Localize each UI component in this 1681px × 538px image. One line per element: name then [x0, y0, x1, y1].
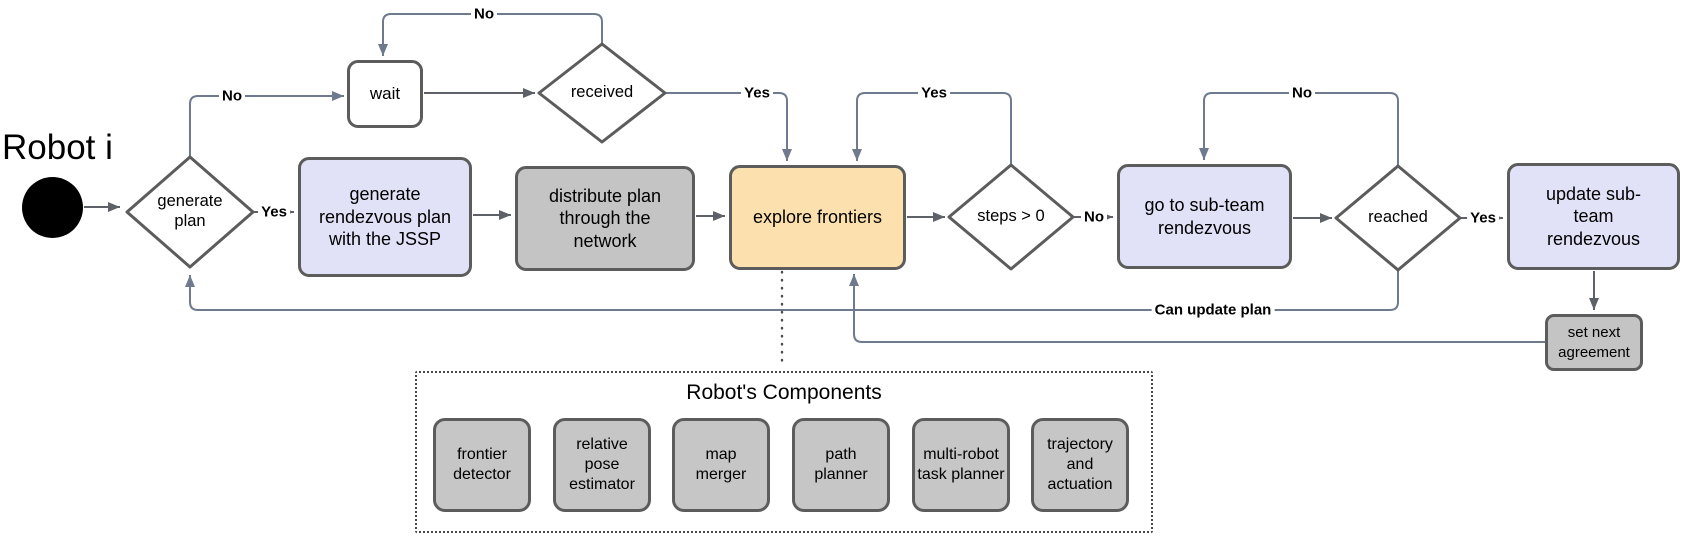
- distribute-plan-node: distribute plan through the network: [515, 166, 695, 271]
- edge-label-can-update-plan: Can update plan: [1151, 301, 1275, 319]
- edge-generate-plan-no-to-wait: [189, 91, 344, 156]
- update-subteam-rendezvous-node: update sub-team rendezvous: [1507, 163, 1680, 270]
- edge-steps-yes-to-explore: [852, 92, 1012, 164]
- generate-rendezvous-plan-node: generate rendezvous plan with the JSSP: [298, 157, 472, 277]
- start-node: [22, 177, 83, 238]
- goto-subteam-rendezvous-node: go to sub-team rendezvous: [1117, 164, 1292, 269]
- edge-label-generate-plan-yes: Yes: [258, 203, 290, 221]
- robot-components-title: Robot's Components: [686, 381, 882, 404]
- edge-received-yes-to-explore: [665, 92, 792, 161]
- component-multi-robot-task-planner: multi-robot task planner: [912, 418, 1010, 512]
- component-relative-pose-estimator: relative pose estimator: [553, 418, 651, 512]
- edge-can-update-plan-to-generate-plan: [185, 271, 1399, 311]
- edge-set-next-to-explore: [849, 274, 1545, 343]
- component-trajectory-and-actuation: trajectory and actuation: [1031, 418, 1129, 512]
- edge-label-steps-yes: Yes: [918, 84, 950, 102]
- generate-plan-label: generate plan: [157, 192, 223, 230]
- edge-label-reached-yes: Yes: [1467, 209, 1499, 227]
- explore-frontiers-node: explore frontiers: [729, 165, 906, 270]
- edge-reached-no-to-goto: [1199, 92, 1399, 165]
- component-map-merger: map merger: [672, 418, 770, 512]
- steps-label: steps > 0: [977, 207, 1045, 226]
- robot-title: Robot i: [2, 128, 113, 167]
- component-frontier-detector: frontier detector: [433, 418, 531, 512]
- edge-label-reached-no: No: [1289, 84, 1315, 102]
- edge-label-received-no: No: [471, 5, 497, 23]
- edge-label-steps-no: No: [1081, 208, 1107, 226]
- steps-decision: [947, 163, 1075, 271]
- received-label: received: [570, 83, 634, 102]
- component-path-planner: path planner: [792, 418, 890, 512]
- edge-label-received-yes: Yes: [741, 84, 773, 102]
- set-next-agreement-node: set next agreement: [1545, 314, 1643, 371]
- edge-label-generate-plan-no: No: [219, 87, 245, 105]
- received-decision: [537, 42, 667, 144]
- robot-components-group: [415, 371, 1153, 533]
- reached-decision: [1334, 164, 1462, 272]
- generate-plan-decision: [125, 155, 255, 269]
- reached-label: reached: [1368, 208, 1428, 227]
- wait-node: wait: [347, 60, 423, 128]
